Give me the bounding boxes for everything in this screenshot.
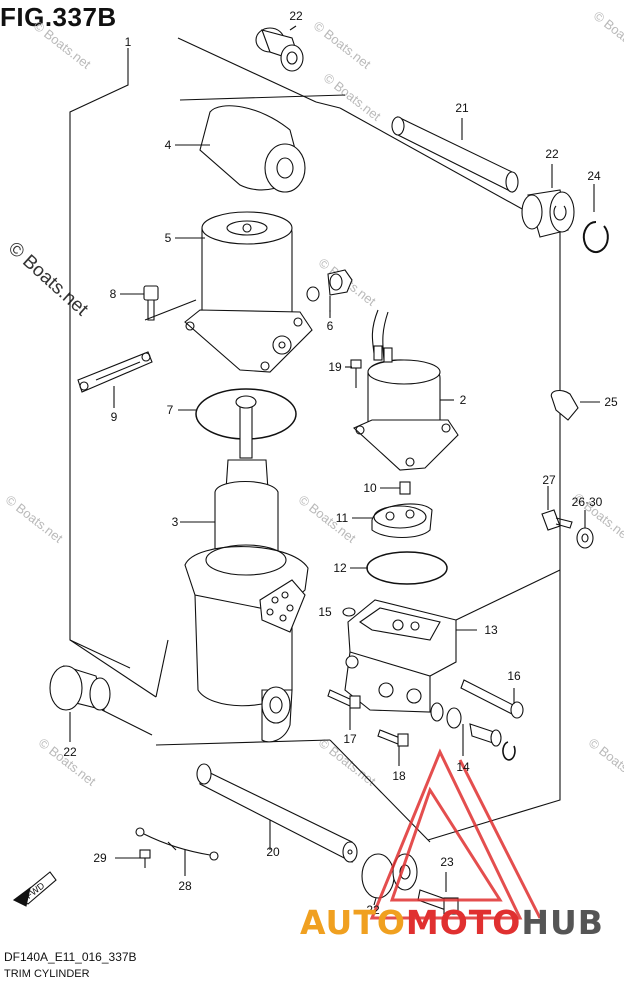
- bolt-17: [327, 689, 361, 709]
- brand-logo-auto: AUTO: [300, 903, 406, 942]
- clamp-25: [550, 389, 579, 421]
- trim-motor-2: [353, 309, 459, 471]
- callout-1: 1: [125, 35, 132, 49]
- clip-10: [399, 481, 411, 495]
- callout-18: 18: [392, 769, 406, 783]
- callout-22: 22: [366, 903, 380, 917]
- bushing-22-left: [49, 665, 111, 711]
- callout-27: 27: [542, 473, 556, 487]
- callout-29: 29: [93, 851, 107, 865]
- bolt-27: [541, 509, 573, 531]
- callout-28: 28: [178, 879, 192, 893]
- cylinder-sleeve-4: [199, 105, 306, 193]
- bolt-8: [143, 285, 159, 321]
- shaft-21: [391, 116, 519, 193]
- callout-23: 23: [440, 855, 454, 869]
- callout-19: 19: [328, 360, 342, 374]
- bushing-22-top: [255, 27, 304, 72]
- bushing-22-right: [521, 189, 575, 238]
- o-ring-15: [342, 607, 356, 617]
- callout-16: 16: [507, 669, 521, 683]
- callout-22: 22: [63, 745, 77, 759]
- valve-14: [430, 702, 516, 761]
- manifold-13: [344, 599, 457, 713]
- motor-housing-5: [184, 211, 313, 373]
- callout-5: 5: [165, 231, 172, 245]
- brand-logo: AUTOMOTOHUB: [300, 903, 604, 942]
- bolt-18: [377, 729, 409, 747]
- callout-11: 11: [336, 511, 349, 525]
- callout-22: 22: [545, 147, 559, 161]
- trim-cylinder-3: [184, 395, 309, 743]
- washer-26-30: [576, 527, 594, 549]
- callout-26-30: 26·30: [572, 495, 603, 509]
- strap-9: [77, 351, 153, 393]
- callout-4: 4: [165, 138, 172, 152]
- brand-logo-moto: MOTO: [405, 903, 522, 942]
- callout-9: 9: [111, 410, 118, 424]
- callout-17: 17: [343, 732, 357, 746]
- figure-title: FIG.337B: [0, 2, 117, 32]
- screw-19: [350, 359, 362, 388]
- screw-29: [139, 849, 151, 868]
- callout-15: 15: [318, 605, 332, 619]
- brand-triangle: [369, 748, 542, 920]
- ground-wire-28: [135, 827, 219, 861]
- o-ring-12: [366, 551, 448, 585]
- callout-14: 14: [456, 760, 470, 774]
- pump-11: [371, 503, 433, 538]
- callout-20: 20: [266, 845, 280, 859]
- callout-2: 2: [460, 393, 467, 407]
- callout-13: 13: [484, 623, 498, 637]
- bolt-16: [460, 679, 524, 719]
- callout-7: 7: [167, 403, 174, 417]
- fitting-6: [306, 269, 353, 312]
- callout-24: 24: [587, 169, 601, 183]
- callout-12: 12: [333, 561, 347, 575]
- model-code: DF140A_E11_016_337B: [4, 950, 137, 964]
- circlip-24: [582, 220, 609, 253]
- callout-3: 3: [172, 515, 179, 529]
- shaft-20: [196, 763, 358, 863]
- callout-21: 21: [455, 101, 469, 115]
- assembly-outline: [69, 52, 157, 698]
- callout-25: 25: [604, 395, 618, 409]
- brand-logo-hub: HUB: [521, 903, 604, 942]
- callout-22: 22: [289, 9, 303, 23]
- callout-6: 6: [327, 319, 334, 333]
- section-name: TRIM CYLINDER: [4, 968, 90, 980]
- callout-10: 10: [363, 481, 377, 495]
- callout-8: 8: [110, 287, 117, 301]
